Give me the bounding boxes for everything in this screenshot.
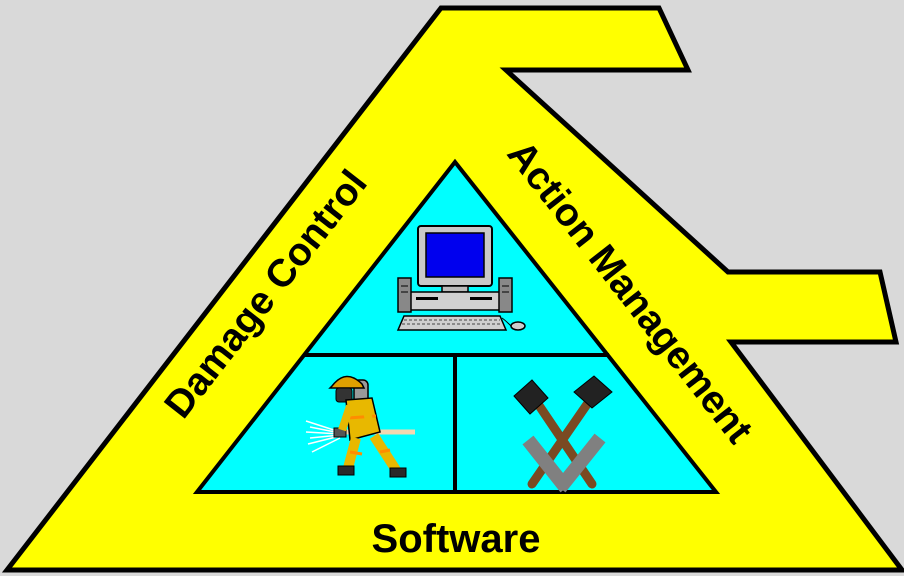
crossed-hammers-icon [513,375,613,493]
software-label: Software [372,517,541,561]
computer-icon [396,225,526,331]
firefighter-icon [305,375,415,478]
